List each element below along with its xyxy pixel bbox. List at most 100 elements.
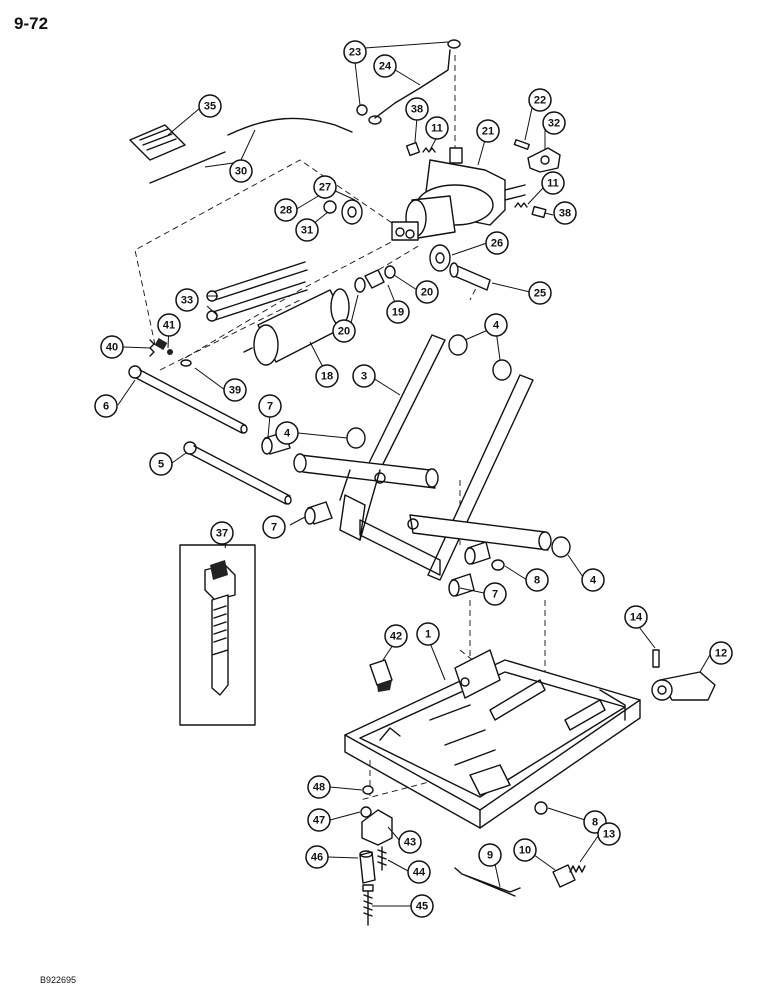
callout-circle [223,378,247,402]
callout-circle [407,860,431,884]
part-42-bumper [369,659,393,692]
callout-c10: 10 [513,838,537,862]
callout-circle [262,515,286,539]
callout-circle [525,568,549,592]
callout-c12: 12 [709,641,733,665]
callout-label: 14 [630,612,643,624]
callout-label: 20 [338,326,350,338]
callout-label: 20 [421,287,433,299]
callout-circle [415,280,439,304]
callout-label: 30 [235,166,247,178]
callout-label: 33 [181,295,193,307]
part-32-lever [527,147,561,173]
callout-c7b: 7 [262,515,286,539]
part-10-lever [552,864,576,888]
callout-label: 25 [534,288,546,300]
part-41-cap [167,349,173,355]
callout-label: 28 [280,205,292,217]
callout-c38b: 38 [553,201,577,225]
callout-label: 4 [284,428,291,440]
callout-c7c: 7 [483,582,507,606]
callout-circle [483,582,507,606]
callout-c5: 5 [149,452,173,476]
callout-c44: 44 [407,860,431,884]
page-number: 9-72 [14,14,49,33]
callout-c23: 23 [343,40,367,64]
callout-circle [416,622,440,646]
part-39-washer [180,359,192,367]
callout-circle [541,171,565,195]
callout-circle [198,94,222,118]
callout-c47: 47 [307,808,331,832]
callout-circle [307,808,331,832]
callout-circle [476,119,500,143]
callout-c35: 35 [198,94,222,118]
callout-circle [624,605,648,629]
part-21-valve-assembly [391,147,526,241]
callout-label: 35 [204,101,216,113]
callout-c26: 26 [485,231,509,255]
callout-label: 7 [267,401,273,413]
part-30-cable [149,117,353,184]
callout-circle [485,231,509,255]
callout-label: 22 [534,95,546,107]
part-19-fitting [354,265,396,293]
callout-label: 4 [590,575,597,587]
callout-label: 5 [158,459,164,471]
callout-circle [528,88,552,112]
callout-label: 27 [319,182,331,194]
part-3-scissor-frame [293,334,552,581]
callout-circle [709,641,733,665]
callout-circle [305,845,329,869]
callout-label: 31 [301,225,313,237]
callout-label: 10 [519,845,531,857]
part-4-roller-b [346,427,366,449]
callout-c4c: 4 [581,568,605,592]
callout-label: 11 [547,178,559,190]
part-35-decal [129,124,186,161]
callout-circle [581,568,605,592]
callout-c6: 6 [94,394,118,418]
part-48-nut [362,785,374,795]
callout-label: 41 [163,320,175,332]
callout-circle [157,313,181,337]
callout-label: 46 [311,852,323,864]
part-1-base-pan [344,649,641,829]
callout-label: 7 [492,589,498,601]
callout-c25: 25 [528,281,552,305]
callout-label: 23 [349,47,361,59]
callout-label: 37 [216,528,228,540]
callout-c7a: 7 [258,394,282,418]
callout-circle [513,838,537,862]
part-46-spacer [359,850,376,884]
callout-label: 6 [103,401,109,413]
callout-circle [425,116,449,140]
callout-circle [274,198,298,222]
callout-circle [175,288,199,312]
callout-label: 45 [416,901,428,913]
part-6-pin [128,365,248,434]
callout-circle [528,281,552,305]
callout-c13: 13 [597,822,621,846]
callout-c21: 21 [476,119,500,143]
callout-c46: 46 [305,845,329,869]
callout-circle [313,175,337,199]
callout-label: 18 [321,371,333,383]
callout-circle [597,822,621,846]
part-37-detail-inset [179,544,256,726]
part-12-handle [651,671,716,701]
document-code: B922695 [40,975,77,985]
callout-c30: 30 [229,159,253,183]
callout-circle [373,54,397,78]
callout-c18: 18 [315,364,339,388]
callout-label: 7 [271,522,277,534]
callout-label: 11 [431,123,443,135]
part-31-washer [323,200,337,214]
callout-c27: 27 [313,175,337,199]
callout-label: 47 [313,815,325,827]
callout-c40: 40 [100,335,124,359]
part-44-bolt [377,846,387,871]
part-25-pin [449,262,491,291]
